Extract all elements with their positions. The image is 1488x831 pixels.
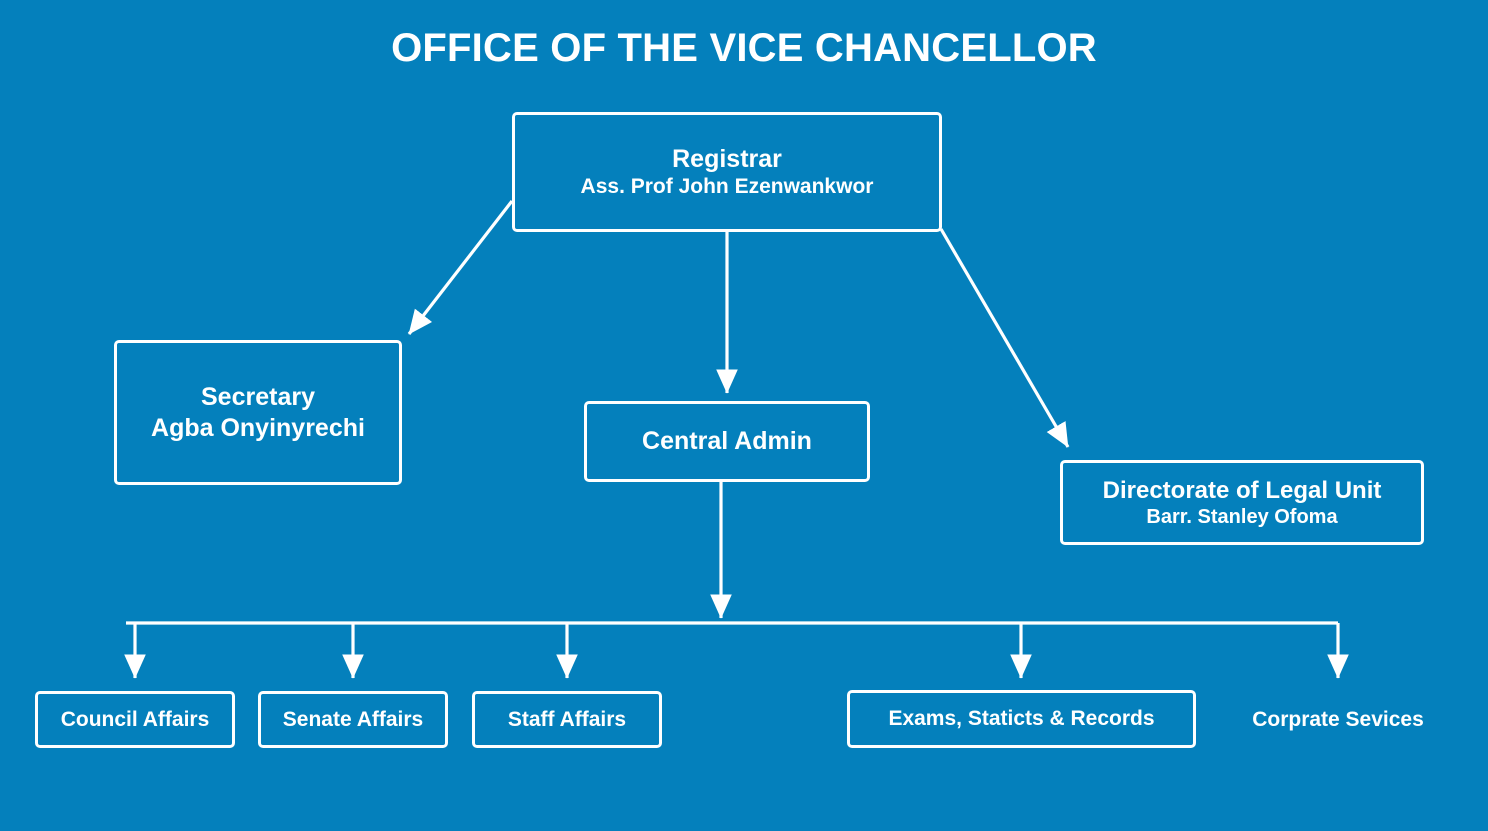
node-central-admin[interactable]: Central Admin (584, 401, 870, 482)
node-corporate-services[interactable]: Corprate Sevices (1228, 691, 1448, 748)
node-staff-affairs-label: Staff Affairs (507, 707, 627, 731)
node-council-affairs[interactable]: Council Affairs (35, 691, 235, 748)
node-council-affairs-label: Council Affairs (60, 707, 210, 731)
node-legal-unit-person: Barr. Stanley Ofoma (1146, 505, 1338, 528)
node-exams-statistics-records[interactable]: Exams, Staticts & Records (847, 690, 1196, 748)
node-exams-records-label: Exams, Staticts & Records (888, 707, 1155, 731)
node-directorate-of-legal-unit[interactable]: Directorate of Legal Unit Barr. Stanley … (1060, 460, 1424, 545)
node-secretary[interactable]: Secretary Agba Onyinyrechi (114, 340, 402, 485)
node-secretary-person: Agba Onyinyrechi (151, 413, 365, 442)
connector-registrar-to-legal-unit (939, 228, 1070, 448)
node-staff-affairs[interactable]: Staff Affairs (472, 691, 662, 748)
node-legal-unit-title: Directorate of Legal Unit (1102, 476, 1382, 504)
node-senate-affairs[interactable]: Senate Affairs (258, 691, 448, 748)
node-registrar-person: Ass. Prof John Ezenwankwor (580, 175, 874, 199)
chart-title: OFFICE OF THE VICE CHANCELLOR (391, 26, 1097, 70)
node-registrar-title: Registrar (672, 144, 782, 173)
node-registrar[interactable]: Registrar Ass. Prof John Ezenwankwor (512, 112, 942, 232)
node-corporate-services-label: Corprate Sevices (1252, 707, 1424, 731)
node-central-admin-title: Central Admin (642, 427, 812, 456)
node-secretary-title: Secretary (201, 383, 315, 411)
node-senate-affairs-label: Senate Affairs (282, 707, 424, 731)
connector-registrar-to-secretary (407, 200, 514, 335)
